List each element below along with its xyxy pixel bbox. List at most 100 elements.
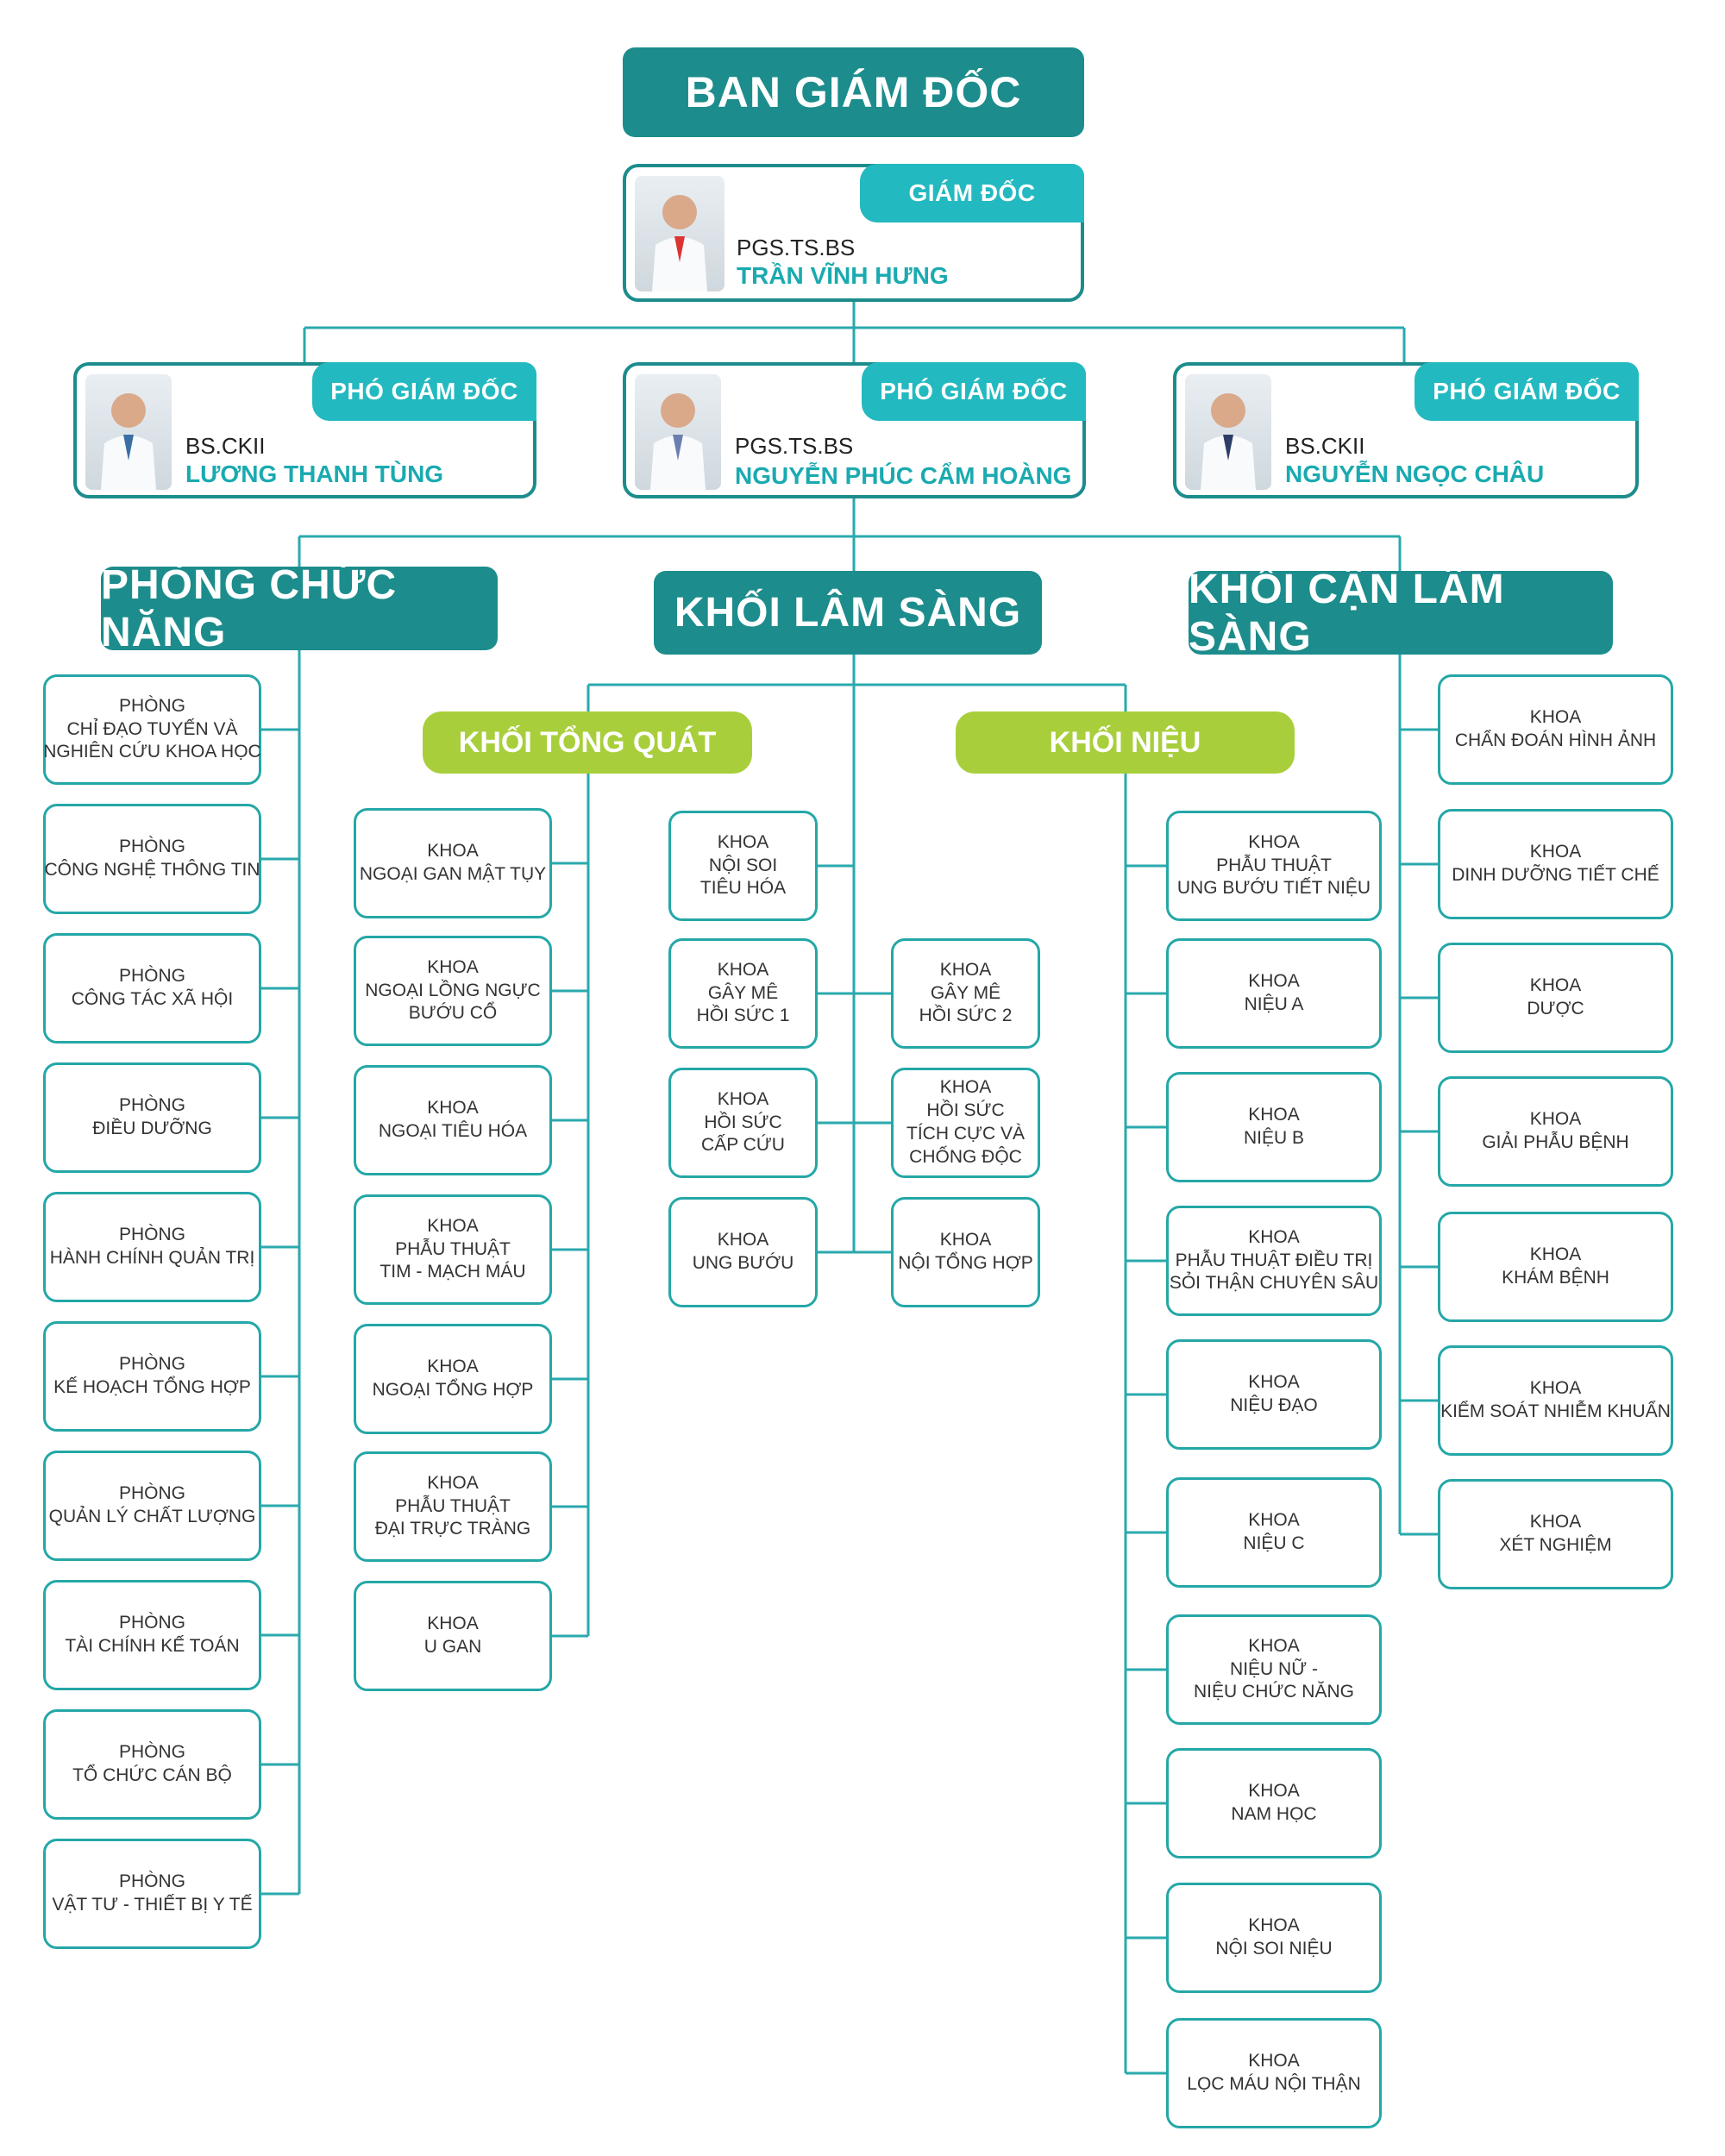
general-block-header: KHỐI TỔNG QUÁT <box>423 711 752 774</box>
box-line: KHOA <box>1248 2051 1300 2071</box>
paraclinical-dept-box: KHOA DINH DƯỠNG TIẾT CHẾ <box>1438 809 1673 919</box>
clinical-dept-box: KHOA NỘI TỔNG HỢP <box>891 1197 1040 1307</box>
box-line: NỘI SOI NIỆU <box>1215 1939 1333 1959</box>
box-line: PHÒNG <box>118 1613 185 1633</box>
box-line: ĐIỀU DƯỠNG <box>92 1119 212 1138</box>
deputy-name-2: NGUYỄN PHÚC CẨM HOÀNG <box>735 462 1072 489</box>
box-line: LỌC MÁU NỘI THẬN <box>1187 2074 1361 2094</box>
box-line: GIẢI PHẪU BỆNH <box>1482 1132 1629 1152</box>
box-line: KHOA <box>717 1230 769 1250</box>
box-line: PHÒNG <box>118 1742 185 1763</box>
box-line: PHÒNG <box>118 695 185 716</box>
box-line: KIỂM SOÁT NHIỄM KHUẨN <box>1440 1401 1671 1421</box>
paraclinical-dept-box: KHOA DƯỢC <box>1438 943 1673 1053</box>
box-line: KHOA <box>1529 1244 1582 1265</box>
clinical-dept-box: KHOA UNG BƯỚU <box>668 1197 818 1307</box>
box-line: QUẢN LÝ CHẤT LƯỢNG <box>48 1507 256 1526</box>
general-dept-box: KHOA NGOẠI LỒNG NGỰC BƯỚU CỔ <box>354 936 552 1046</box>
box-line: KHOA <box>717 1088 769 1109</box>
box-line: KHOA <box>1248 1510 1300 1531</box>
box-line: KHOA <box>1248 1226 1300 1247</box>
box-line: NGOẠI LỒNG NGỰC <box>365 980 541 1000</box>
box-line: KHOA <box>427 1614 479 1634</box>
clinical-block-header: KHỐI LÂM SÀNG <box>654 571 1042 655</box>
box-line: KHOA <box>1529 707 1582 728</box>
box-line: PHẪU THUẬT <box>395 1495 511 1516</box>
box-line: PHẪU THUẬT <box>395 1238 511 1259</box>
box-line: KHOA <box>1248 831 1300 852</box>
box-line: BƯỚU CỔ <box>408 1003 498 1024</box>
box-line: NỘI TỔNG HỢP <box>898 1253 1033 1273</box>
box-line: UNG BƯỚU <box>692 1253 794 1273</box>
box-line: NGOẠI GAN MẬT TỤY <box>359 864 547 884</box>
box-line: KHOA <box>1529 1512 1582 1532</box>
box-line: NGHIÊN CỨU KHOA HỌC <box>43 742 261 762</box>
box-line: TIÊU HÓA <box>699 878 787 899</box>
box-line: HỒI SỨC 2 <box>919 1006 1013 1026</box>
box-line: DƯỢC <box>1527 999 1584 1018</box>
deputy-card-3: PHÓ GIÁM ĐỐC BS.CKII NGUYỄN NGỌC CHÂU <box>1173 362 1639 498</box>
deputy-card-1: PHÓ GIÁM ĐỐC BS.CKII LƯƠNG THANH TÙNG <box>73 362 536 498</box>
box-line: KHOA <box>1529 842 1582 862</box>
box-line: HỒI SỨC <box>704 1112 782 1132</box>
box-line: PHẪU THUẬT <box>1216 855 1332 875</box>
box-line: KHOA <box>427 841 479 862</box>
functional-room-box: PHÒNG QUẢN LÝ CHẤT LƯỢNG <box>43 1451 261 1561</box>
general-dept-box: KHOA NGOẠI TỔNG HỢP <box>354 1324 552 1434</box>
box-line: NGOẠI TIÊU HÓA <box>378 1121 528 1141</box>
deputy-card-2: PHÓ GIÁM ĐỐC PGS.TS.BS NGUYỄN PHÚC CẨM H… <box>623 362 1086 498</box>
box-line: HÀNH CHÍNH QUẢN TRỊ <box>49 1248 255 1268</box>
box-line: KHOA <box>1248 971 1300 992</box>
deputy-degree-3: BS.CKII <box>1285 433 1365 459</box>
box-line: NGOẠI TỔNG HỢP <box>372 1380 534 1400</box>
box-line: NIỆU C <box>1243 1533 1305 1553</box>
box-line: KHOA <box>1248 1781 1300 1802</box>
box-line: NIỆU ĐẠO <box>1230 1395 1318 1415</box>
director-role-tab: GIÁM ĐỐC <box>860 164 1084 222</box>
deputy-role-tab: PHÓ GIÁM ĐỐC <box>862 362 1086 421</box>
box-line: PHÒNG <box>118 1483 185 1504</box>
box-line: CÔNG TÁC XÃ HỘI <box>71 989 234 1009</box>
box-line: KHOA <box>1529 975 1582 996</box>
deputy-degree-1: BS.CKII <box>185 433 266 459</box>
box-line: TÍCH CỰC VÀ <box>906 1124 1025 1144</box>
box-line: KHOA <box>1529 1378 1582 1399</box>
box-line: GÂY MÊ <box>930 982 1001 1003</box>
box-line: KHOA <box>427 1472 479 1493</box>
box-line: KHOA <box>1248 1105 1300 1125</box>
functional-rooms-header: PHÒNG CHỨC NĂNG <box>101 562 498 655</box>
director-card: GIÁM ĐỐC PGS.TS.BS TRẦN VĨNH HƯNG <box>623 164 1084 302</box>
deputy-degree-2: PGS.TS.BS <box>735 433 854 459</box>
box-line: KHOA <box>427 1357 479 1377</box>
box-line: KHOA <box>427 956 479 977</box>
box-line: DINH DƯỠNG TIẾT CHẾ <box>1452 865 1659 885</box>
deputy-role-tab: PHÓ GIÁM ĐỐC <box>312 362 536 421</box>
box-line: KHOA <box>939 1230 992 1250</box>
box-line: PHÒNG <box>118 837 185 857</box>
box-line: PHÒNG <box>118 1225 185 1245</box>
urology-dept-box: KHOA LỌC MÁU NỘI THẬN <box>1166 2018 1382 2128</box>
box-line: KẾ HOẠCH TỔNG HỢP <box>53 1377 251 1397</box>
functional-room-box: PHÒNG HÀNH CHÍNH QUẢN TRỊ <box>43 1192 261 1302</box>
